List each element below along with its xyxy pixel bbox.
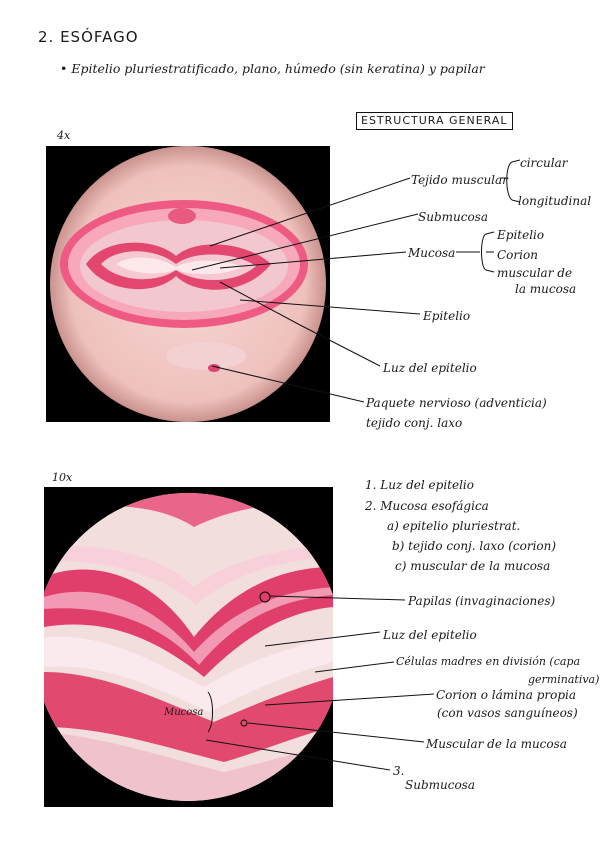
list-item-2b: b) tejido conj. laxo (corion) xyxy=(392,539,556,553)
label-longitudinal: longitudinal xyxy=(518,194,591,208)
label-vasos-sanguineos: (con vasos sanguíneos) xyxy=(437,706,578,720)
label-corion: Corion xyxy=(497,248,538,262)
label-tejido-muscular: Tejido muscular xyxy=(411,173,508,187)
label-muscular-mucosa: Muscular de la mucosa xyxy=(426,737,567,751)
label-mucosa: Mucosa xyxy=(408,246,455,260)
label-circular: circular xyxy=(520,156,567,170)
label-paquete-nervioso: Paquete nervioso (adventicia) xyxy=(366,396,547,410)
list-item-2a: a) epitelio pluriestrat. xyxy=(387,519,520,533)
magnification-label-4x: 4x xyxy=(57,129,70,143)
list-item-1: 1. Luz del epitelio xyxy=(365,478,474,492)
label-celulas-madres: Células madres en división (capa xyxy=(396,655,580,669)
label-muscular-mucosa-1: muscular de xyxy=(497,266,572,280)
epithelium-description: • Epitelio pluriestratificado, plano, hú… xyxy=(60,62,485,76)
esophagus-section-10x-image xyxy=(44,487,333,807)
label-corion-lamina: Corion o lámina propia xyxy=(436,688,576,702)
list-item-2: 2. Mucosa esofágica xyxy=(365,499,489,513)
label-epitelio-sub: Epitelio xyxy=(497,228,544,242)
label-capa-germinativa: germinativa) xyxy=(528,673,599,687)
list-item-2c: c) muscular de la mucosa xyxy=(395,559,550,573)
micrograph-4x xyxy=(46,146,330,422)
magnification-label-10x: 10x xyxy=(52,471,72,485)
label-papilas: Papilas (invaginaciones) xyxy=(408,594,555,608)
label-luz-epitelio-10x: Luz del epitelio xyxy=(383,628,477,642)
label-epitelio: Epitelio xyxy=(423,309,470,323)
section-heading-box: ESTRUCTURA GENERAL xyxy=(356,112,513,130)
label-tejido-laxo: tejido conj. laxo xyxy=(366,416,462,430)
label-luz-epitelio: Luz del epitelio xyxy=(383,361,477,375)
micrograph-10x xyxy=(44,487,333,807)
label-submucosa: Submucosa xyxy=(418,210,488,224)
label-mucosa-inside: Mucosa xyxy=(164,706,203,720)
label-submucosa-10x: Submucosa xyxy=(405,778,475,792)
page-title: 2. ESÓFAGO xyxy=(38,30,139,44)
label-muscular-mucosa-2: la mucosa xyxy=(515,282,576,296)
label-number-3: 3. xyxy=(393,764,404,778)
esophagus-section-4x-image xyxy=(46,146,330,422)
